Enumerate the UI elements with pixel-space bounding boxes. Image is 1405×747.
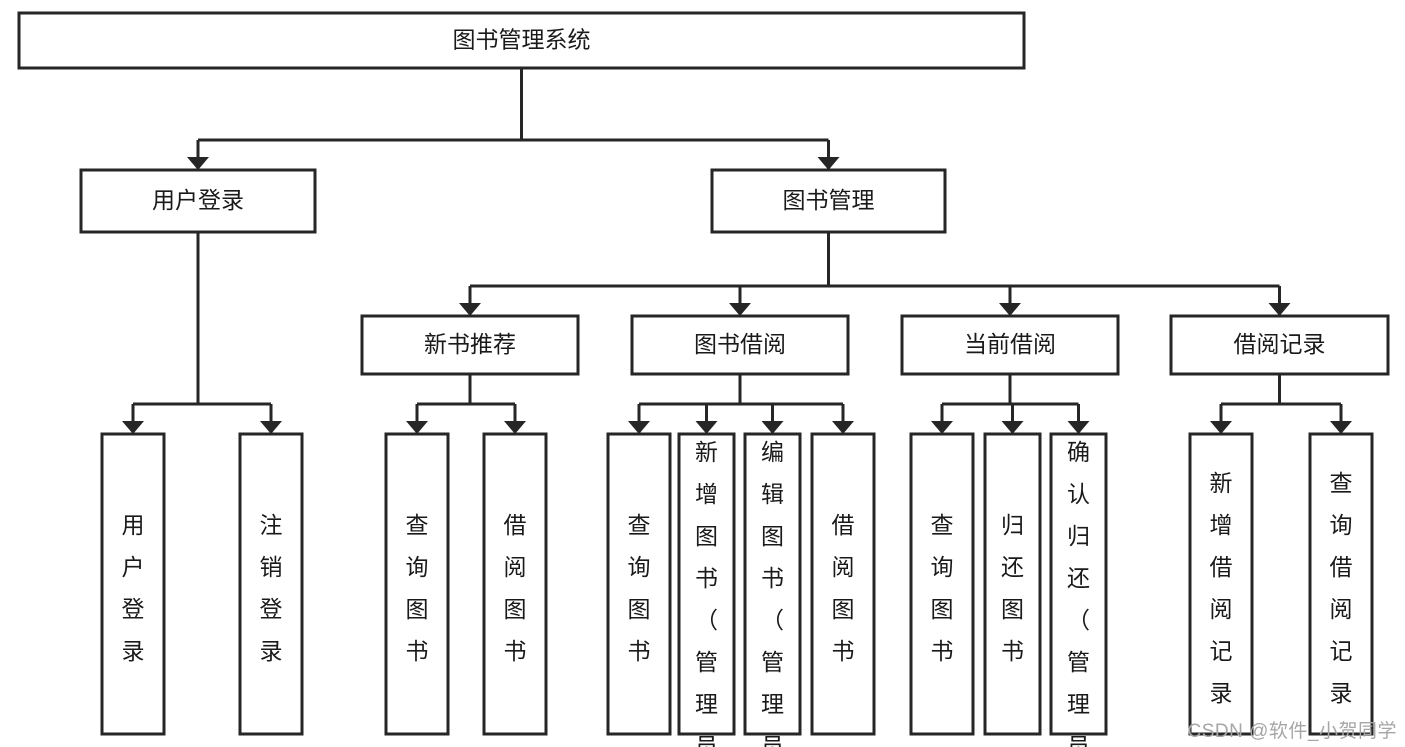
arrow-head-icon [695,421,718,434]
node-label-leaf-borrow-add: 新增图书（管理员） [695,439,718,747]
node-label-root: 图书管理系统 [453,27,591,53]
node-box-user-login [79,168,317,234]
node-leaf-borrow-add[interactable]: 新增图书（管理员） [677,432,736,747]
arrow-head-icon [1268,303,1291,316]
node-box-leaf-cur-return [983,432,1042,736]
node-label-leaf-borrow-lend: 借阅图书 [832,512,855,664]
node-label-leaf-user-login: 用户登录 [122,512,145,664]
node-box-leaf-rec-query2 [1308,432,1374,736]
node-leaf-user-login[interactable]: 用户登录 [100,432,166,736]
node-label-leaf-cur-return: 归还图书 [1001,512,1024,664]
node-leaf-borrow-lend[interactable]: 借阅图书 [810,432,876,736]
node-book-borrow[interactable]: 图书借阅 [630,314,850,376]
edge-group-root [187,68,840,170]
arrow-head-icon [761,421,784,434]
arrow-head-icon [459,303,481,316]
node-label-borrow-record: 借阅记录 [1234,331,1326,357]
node-leaf-rec-add[interactable]: 新增借阅记录 [1188,432,1254,736]
node-box-leaf-rec-add [1188,432,1254,736]
node-label-leaf-cur-confirm: 确认归还（管理员） [1067,439,1090,747]
node-leaf-user-logout[interactable]: 注销登录 [238,432,304,736]
arrow-head-icon [260,421,282,434]
arrow-head-icon [999,303,1021,316]
node-current-borrow[interactable]: 当前借阅 [900,314,1120,376]
arrow-head-icon [1067,421,1090,434]
arrow-head-icon [832,421,854,434]
node-box-leaf-cur-confirm [1049,432,1108,736]
edge-group-book-manage [459,232,1291,316]
node-box-leaf-cur-query [909,432,975,736]
node-leaf-cur-confirm[interactable]: 确认归还（管理员） [1049,432,1108,747]
edges-layer [122,68,1352,434]
node-box-book-manage [710,168,947,234]
arrow-head-icon [406,421,428,434]
node-label-current-borrow: 当前借阅 [964,331,1056,357]
node-borrow-record[interactable]: 借阅记录 [1169,314,1390,376]
arrow-head-icon [931,421,953,434]
node-label-book-manage: 图书管理 [783,187,875,213]
edge-group-borrow-record [1210,374,1352,434]
node-label-leaf-rec-query2: 查询借阅记录 [1330,470,1353,706]
arrow-head-icon [187,157,209,170]
node-book-manage[interactable]: 图书管理 [710,168,947,234]
node-leaf-rec-query2[interactable]: 查询借阅记录 [1308,432,1374,736]
node-box-new-book-rec [360,314,580,376]
arrow-head-icon [1330,421,1352,434]
node-box-leaf-borrow-lend [810,432,876,736]
edge-group-current-borrow [931,374,1090,434]
node-leaf-borrow-query[interactable]: 查询图书 [606,432,672,736]
edge-group-new-book-rec [406,374,526,434]
node-box-leaf-rec-borrow [482,432,548,736]
node-label-leaf-rec-borrow: 借阅图书 [504,512,527,664]
node-label-book-borrow: 图书借阅 [694,331,786,357]
node-box-book-borrow [630,314,850,376]
node-box-current-borrow [900,314,1120,376]
node-label-leaf-user-logout: 注销登录 [260,512,283,664]
node-label-leaf-rec-add: 新增借阅记录 [1210,470,1233,706]
node-label-leaf-borrow-query: 查询图书 [628,512,651,664]
arrow-head-icon [628,421,650,434]
node-root[interactable]: 图书管理系统 [17,11,1026,70]
node-box-leaf-user-logout [238,432,304,736]
node-label-leaf-cur-query: 查询图书 [931,512,954,664]
node-user-login[interactable]: 用户登录 [79,168,317,234]
node-label-new-book-rec: 新书推荐 [424,331,516,357]
node-leaf-cur-query[interactable]: 查询图书 [909,432,975,736]
arrow-head-icon [1210,421,1232,434]
arrow-head-icon [817,157,840,170]
node-new-book-rec[interactable]: 新书推荐 [360,314,580,376]
edge-group-user-login [122,232,282,434]
node-label-leaf-borrow-edit: 编辑图书（管理员） [761,439,784,747]
arrow-head-icon [1001,421,1024,434]
arrow-head-icon [122,421,144,434]
node-leaf-cur-return[interactable]: 归还图书 [983,432,1042,736]
node-label-user-login: 用户登录 [152,187,244,213]
node-leaf-borrow-edit[interactable]: 编辑图书（管理员） [743,432,802,747]
node-box-leaf-rec-query [384,432,450,736]
arrow-head-icon [504,421,526,434]
node-leaf-rec-borrow[interactable]: 借阅图书 [482,432,548,736]
node-box-leaf-borrow-edit [743,432,802,736]
node-box-borrow-record [1169,314,1390,376]
node-label-leaf-rec-query: 查询图书 [406,512,429,664]
edge-group-book-borrow [628,374,854,434]
arrow-head-icon [729,303,751,316]
node-box-leaf-borrow-add [677,432,736,736]
node-box-leaf-user-login [100,432,166,736]
node-box-leaf-borrow-query [606,432,672,736]
node-leaf-rec-query[interactable]: 查询图书 [384,432,450,736]
nodes-layer: 图书管理系统用户登录图书管理新书推荐图书借阅当前借阅借阅记录用户登录注销登录查询… [17,11,1390,747]
node-box-root [17,11,1026,70]
